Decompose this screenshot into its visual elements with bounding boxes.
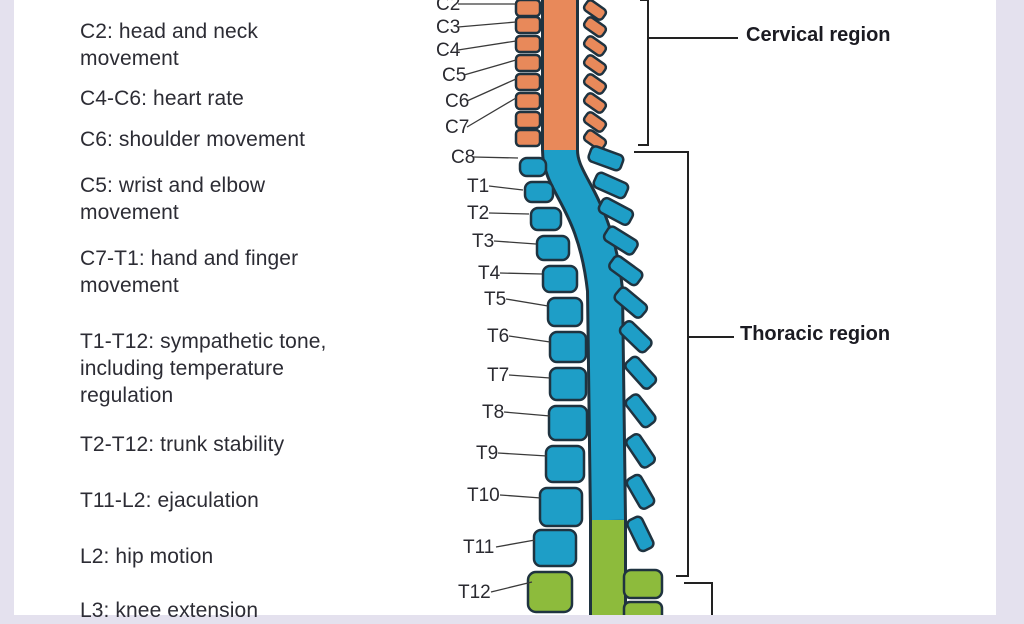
thoracic-vertebra — [518, 156, 548, 178]
leader-line-c6 — [466, 78, 517, 102]
lumbar-vertebra — [526, 570, 574, 614]
vertebra-label-t5: T5 — [484, 289, 506, 310]
leader-line-c7 — [466, 97, 517, 128]
cervical-vertebra — [514, 0, 542, 18]
thoracic-vertebra — [548, 330, 588, 364]
thoracic-process — [625, 473, 656, 511]
thoracic-vertebra — [541, 264, 579, 294]
thoracic-process — [626, 515, 655, 553]
spinal-cord-thoracic — [544, 148, 624, 521]
thoracic-region-label: Thoracic region — [740, 323, 891, 345]
function-t1-t12-sympathetic: T1-T12: sympathetic tone, including temp… — [80, 330, 327, 407]
thoracic-vertebra — [538, 486, 584, 528]
vertebra-label-t4: T4 — [478, 263, 501, 284]
thoracic-process — [624, 355, 658, 390]
leader-line-c8 — [472, 156, 519, 159]
leader-line-t12 — [490, 581, 533, 593]
leader-line-t7 — [508, 374, 551, 379]
vertebra-label-t3: T3 — [472, 231, 494, 252]
vertebra-label-c8: C8 — [451, 147, 475, 168]
thoracic-process — [602, 225, 639, 256]
vertebra-label-t8: T8 — [482, 402, 504, 423]
thoracic-vertebra — [532, 528, 578, 568]
vertebra-label-t9: T9 — [476, 443, 498, 464]
cervical-vertebra — [514, 53, 542, 73]
thoracic-process — [587, 145, 625, 172]
thoracic-vertebra — [546, 296, 584, 328]
thoracic-process — [624, 393, 657, 429]
vertebra-label-c2: C2 — [436, 0, 460, 15]
cervical-process — [582, 129, 608, 151]
leader-line-c5 — [463, 59, 517, 76]
leader-line-t8 — [503, 411, 551, 417]
leader-line-t3 — [493, 240, 537, 245]
thoracic-vertebra — [544, 444, 586, 484]
cervical-process — [582, 54, 608, 76]
cervical-vertebra — [514, 15, 542, 35]
function-c7-t1: C7-T1: hand and finger movement — [80, 247, 299, 297]
leader-line-t5 — [505, 298, 549, 307]
cervical-process — [582, 92, 608, 114]
thoracic-bracket — [634, 151, 689, 577]
cervical-process — [582, 73, 608, 95]
leader-line-t10 — [499, 494, 542, 499]
thoracic-vertebra — [547, 404, 589, 442]
thoracic-process — [613, 286, 649, 319]
cervical-vertebra — [514, 72, 542, 92]
cervical-process — [582, 0, 608, 21]
diagram-frame — [14, 0, 996, 615]
vertebra-label-t1: T1 — [467, 176, 489, 197]
function-t2-t12: T2-T12: trunk stability — [80, 433, 285, 456]
cervical-region-label: Cervical region — [746, 24, 891, 46]
vertebra-label-t7: T7 — [487, 365, 509, 386]
leader-line-t9 — [497, 452, 548, 457]
cervical-vertebra — [514, 34, 542, 54]
vertebra-label-c3: C3 — [436, 17, 460, 38]
vertebra-label-t11: T11 — [463, 537, 494, 558]
thoracic-process — [625, 432, 657, 469]
thoracic-process — [597, 196, 635, 227]
thoracic-vertebra — [523, 180, 555, 204]
thoracic-vertebra — [535, 234, 571, 262]
function-c4-c6: C4-C6: heart rate — [80, 87, 244, 110]
leader-line-t2 — [488, 212, 530, 215]
function-c6: C6: shoulder movement — [80, 128, 306, 151]
thoracic-process — [592, 171, 630, 200]
cervical-vertebra — [514, 91, 542, 111]
vertebra-label-c7: C7 — [445, 117, 469, 138]
function-t11-l2: T11-L2: ejaculation — [80, 489, 259, 512]
thoracic-vertebra — [529, 206, 563, 232]
cervical-process — [582, 16, 608, 38]
vertebra-label-t2: T2 — [467, 203, 489, 224]
vertebra-label-t12: T12 — [458, 582, 491, 603]
leader-line-t1 — [488, 185, 524, 191]
cervical-bracket — [638, 0, 649, 146]
lumbar-bracket — [684, 582, 713, 615]
lumbar-process — [622, 600, 664, 615]
lumbar-process — [622, 568, 664, 600]
leader-line-t6 — [508, 335, 551, 343]
cervical-vertebra — [514, 128, 542, 148]
cervical-vertebra — [514, 110, 542, 130]
vertebra-label-c4: C4 — [436, 40, 461, 61]
function-l2: L2: hip motion — [80, 545, 214, 568]
vertebra-label-t6: T6 — [487, 326, 509, 347]
thoracic-process — [618, 319, 653, 354]
leader-line-t4 — [499, 272, 543, 275]
function-c5: C5: wrist and elbow movement — [80, 174, 266, 224]
vertebra-label-c6: C6 — [445, 91, 469, 112]
thoracic-process — [608, 254, 644, 287]
vertebra-label-t10: T10 — [467, 485, 500, 506]
vertebra-label-c5: C5 — [442, 65, 466, 86]
leader-line-t11 — [495, 539, 536, 548]
cervical-process — [582, 35, 608, 57]
leader-line-c4 — [457, 40, 517, 51]
leader-line-c3 — [457, 21, 517, 28]
function-c2: C2: head and neck movement — [80, 20, 258, 70]
cervical-process — [582, 111, 608, 133]
thoracic-vertebra — [548, 366, 588, 402]
